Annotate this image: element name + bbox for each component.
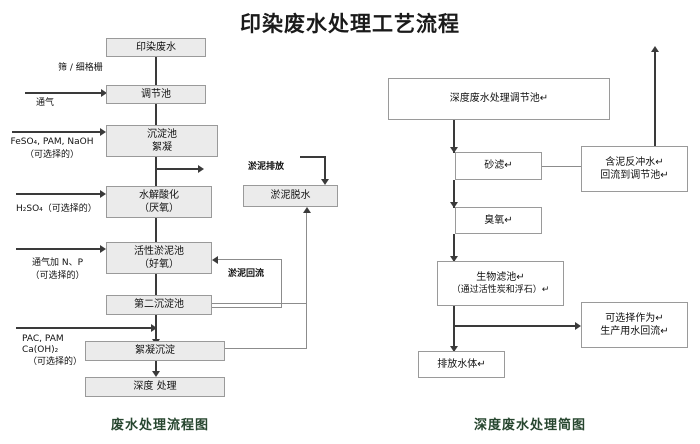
connector-sludge-riser [306, 213, 307, 349]
connector-biofilter-down [453, 306, 455, 352]
connector-sandfilter-to-backwash [542, 166, 582, 167]
box-backwash-return: 含泥反冲水↵ 回流到调节池↵ [581, 146, 688, 192]
box-bio-filter: 生物滤池↵ （通过活性炭和浮石）↵ [437, 261, 564, 306]
connector-sludge-return-h-bottom [212, 307, 282, 308]
arrowhead-sludge-dewatering-bottom-in [303, 207, 311, 213]
connector-ozone-to-biofilter [453, 234, 455, 262]
arrowhead-biofilter-in [450, 256, 458, 262]
connector-activated-to-clarifier [155, 274, 157, 295]
arrowhead-chem1-inlet [100, 128, 106, 136]
connector-sedimentation-sludge-branch [155, 168, 200, 170]
label-sludge-return: 淤泥回流 [228, 269, 265, 279]
connector-chem2-inlet [16, 193, 102, 195]
connector-influent-to-equalization [155, 57, 157, 85]
label-screen: 筛 / 细格栅 [58, 63, 103, 73]
label-chem4-line2: Ca(OH)₂ [22, 345, 59, 355]
arrowhead-advanced-treatment-in [152, 371, 160, 377]
arrowhead-chem4-inlet [151, 324, 157, 332]
label-chem3-line2: （可选择的） [30, 271, 85, 281]
connector-sandfilter-to-ozone [453, 180, 455, 208]
box-coagulation-sedimentation: 絮凝沉淀 [85, 341, 225, 361]
arrowhead-sludge-dewatering-in [321, 179, 329, 185]
connector-chem3-inlet [16, 248, 102, 250]
right-diagram-caption: 深度废水处理简图 [473, 418, 586, 433]
label-aeration: 通气 [36, 98, 55, 108]
arrowhead-ozone-in [450, 202, 458, 208]
left-diagram-caption: 废水处理流程图 [110, 418, 209, 433]
connector-backwash-riser [654, 50, 656, 146]
connector-hydrolysis-to-activated [155, 218, 157, 242]
connector-clarifier-sludge-out [212, 303, 307, 304]
arrowhead-sludge-branch [198, 165, 204, 173]
box-ozone: 臭氧↵ [455, 207, 542, 234]
connector-sedimentation-down [155, 157, 157, 187]
label-chem1-line1: FeSO₄, PAM, NaOH [10, 137, 94, 147]
label-chem3-line1: 通气加 N、P [31, 258, 84, 268]
connector-aeration-inlet [25, 92, 103, 94]
box-secondary-clarifier: 第二沉淀池 [106, 295, 212, 315]
label-chem2: H₂SO₄（可选择的） [16, 204, 97, 214]
arrowhead-sludge-return-in [212, 256, 218, 264]
connector-equalization-to-sedimentation [155, 104, 157, 125]
label-sludge-discharge: 淤泥排放 [248, 162, 285, 172]
label-chem4-line3: （可选择的） [28, 357, 83, 367]
arrowhead-chem3-inlet [100, 245, 106, 253]
connector-coagulation-to-advanced [155, 361, 157, 374]
connector-advequal-to-sandfilter [453, 120, 455, 153]
box-influent: 印染废水 [106, 38, 206, 57]
connector-reuse-branch [453, 325, 577, 327]
arrowhead-aeration-inlet [101, 89, 107, 97]
connector-sludge-elbow-v [324, 156, 326, 179]
arrowhead-backwash-return-top [651, 46, 659, 52]
page-title: 印染废水处理工艺流程 [240, 12, 460, 36]
label-chem4-line1: PAC, PAM [22, 334, 64, 344]
connector-chem1-inlet [12, 131, 102, 133]
connector-coagulation-sludge-out [225, 348, 307, 349]
connector-sludge-elbow-h [300, 156, 326, 158]
arrowhead-sandfilter-in [450, 147, 458, 153]
arrowhead-reuse-in [575, 322, 581, 330]
connector-chem4-inlet [16, 327, 154, 329]
box-adv-equalization: 深度废水处理调节池↵ [388, 78, 610, 120]
arrowhead-chem2-inlet [100, 190, 106, 198]
label-chem1-line2: （可选择的） [24, 150, 79, 160]
arrowhead-discharge-in [450, 346, 458, 352]
box-reuse-return: 可选择作为↵ 生产用水回流↵ [581, 302, 688, 348]
box-sludge-dewatering: 淤泥脱水 [243, 185, 338, 207]
box-hydrolysis: 水解酸化 （厌氧） [106, 186, 212, 218]
box-equalization: 调节池 [106, 85, 206, 104]
box-activated-sludge: 活性淤泥池 （好氧） [106, 242, 212, 274]
box-discharge: 排放水体↵ [418, 351, 505, 378]
box-advanced-treatment: 深度 处理 [85, 377, 225, 397]
box-sedimentation: 沉淀池 絮凝 [106, 125, 218, 157]
connector-sludge-return-h-top [218, 259, 282, 260]
box-sand-filter: 砂滤↵ [455, 152, 542, 180]
connector-sludge-return-v [281, 259, 282, 308]
